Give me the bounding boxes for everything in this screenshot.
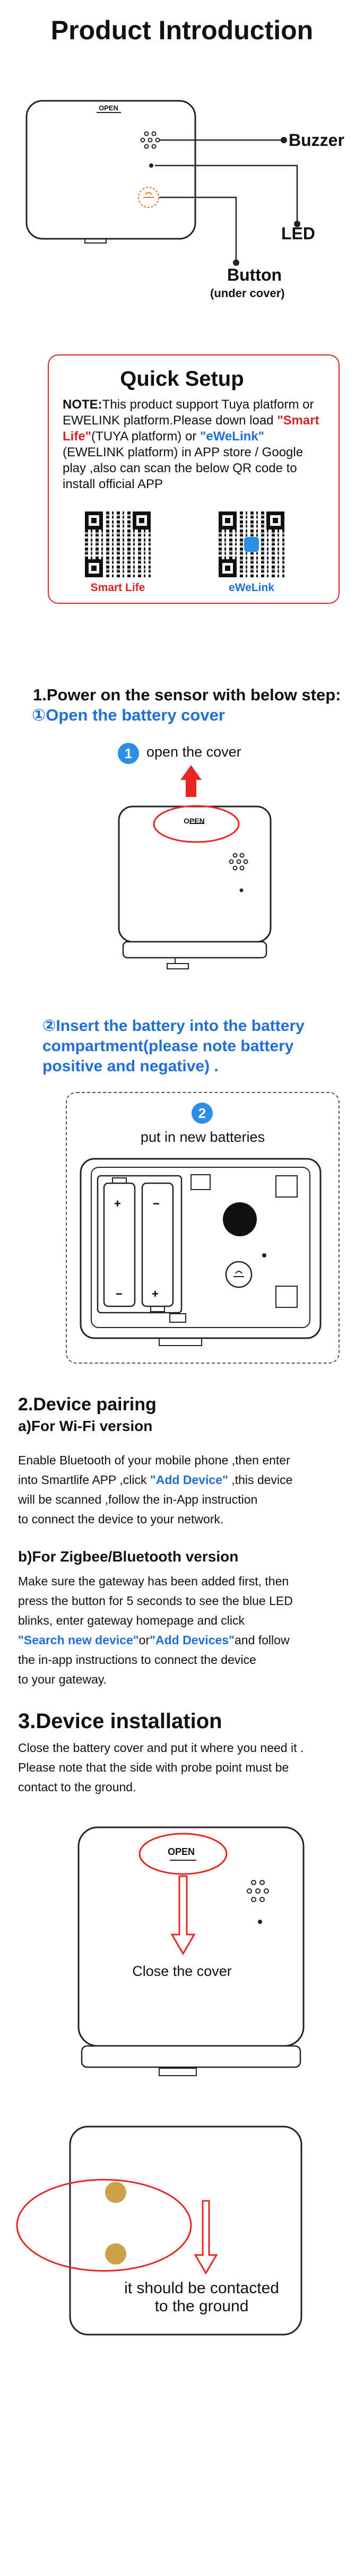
svg-text:+: + <box>114 1197 121 1210</box>
step2-badge: 2 <box>192 1103 213 1124</box>
ewelink-logo-icon <box>244 537 259 552</box>
installation-line3: contact to the ground. <box>18 1780 136 1794</box>
zigbee-line2: press the button for 5 seconds to see th… <box>18 1594 293 1608</box>
open-cover-illustration <box>118 765 272 969</box>
note-label: NOTE: <box>63 397 102 412</box>
zigbee-line5: the in-app instructions to connect the d… <box>18 1653 256 1667</box>
product-diagram <box>25 100 300 266</box>
search-new-device-link: "Search new device" <box>18 1633 139 1647</box>
wifi-line2: into Smartlife APP ,click "Add Device" ,… <box>18 1473 293 1487</box>
zigbee-heading: b)For Zigbee/Bluetooth version <box>18 1548 239 1565</box>
page-title: Product Introduction <box>50 15 314 45</box>
add-device-link: "Add Device" <box>150 1473 228 1487</box>
smart-life-qr-code[interactable] <box>85 511 151 577</box>
ewelink-qr-code[interactable] <box>219 511 284 577</box>
wifi-line4: to connect the device to your network. <box>18 1512 224 1526</box>
step2-caption: put in new batteries <box>140 1129 265 1145</box>
zigbee-line6: to your gateway. <box>18 1672 107 1686</box>
add-devices-link: "Add Devices" <box>150 1633 235 1647</box>
smart-life-qr-label: Smart Life <box>90 582 145 594</box>
quick-setup-title: Quick Setup <box>120 367 244 391</box>
svg-text:+: + <box>152 1287 159 1300</box>
button-label: Button <box>227 265 282 284</box>
battery-compartment-illustration: + − − + <box>80 1158 322 1346</box>
ewelink-name: "eWeLink" <box>200 429 264 444</box>
installation-heading: 3.Device installation <box>18 1710 222 1733</box>
step1-caption: open the cover <box>146 744 241 760</box>
svg-text:−: − <box>153 1197 160 1210</box>
ewelink-qr-label: eWeLink <box>229 582 274 594</box>
wifi-line1: Enable Bluetooth of your mobile phone ,t… <box>18 1453 290 1467</box>
step2-heading-line3: positive and negative) . <box>42 1057 219 1075</box>
step2-heading-line1: ②Insert the battery into the battery <box>42 1017 305 1035</box>
button-note: (under cover) <box>210 287 285 300</box>
pairing-heading: 2.Device pairing <box>18 1394 157 1415</box>
close-cover-caption: Close the cover <box>132 1963 232 1979</box>
step2-heading-line2: compartment(please note battery <box>42 1037 294 1055</box>
install-open-label: OPEN <box>168 1846 195 1857</box>
led-label: LED <box>281 224 315 243</box>
step1-open-label: OPEN <box>184 817 205 825</box>
installation-line2: Please note that the side with probe poi… <box>18 1760 289 1774</box>
open-label: OPEN <box>99 104 118 112</box>
svg-text:−: − <box>116 1287 123 1300</box>
ground-caption-line2: to the ground <box>154 2297 249 2315</box>
step1-badge: 1 <box>118 743 139 764</box>
smart-life-name: "Smart Life" <box>63 413 319 444</box>
close-cover-illustration <box>77 1826 305 2076</box>
battery-panel <box>66 1092 340 1364</box>
quick-setup-note: NOTE:This product support Tuya platform … <box>63 397 319 491</box>
zigbee-line3: blinks, enter gateway homepage and click <box>18 1614 245 1627</box>
zigbee-line1: Make sure the gateway has been added fir… <box>18 1574 289 1588</box>
quick-setup-box <box>48 354 340 604</box>
wifi-line3: will be scanned ,follow the in-App instr… <box>18 1493 258 1506</box>
wifi-heading: a)For Wi-Fi version <box>18 1418 153 1434</box>
step1-heading: 1.Power on the sensor with below step: <box>33 686 341 704</box>
buzzer-label: Buzzer <box>289 131 344 150</box>
installation-line1: Close the battery cover and put it where… <box>18 1741 304 1755</box>
zigbee-line4: "Search new device"or"Add Devices"and fo… <box>18 1633 290 1647</box>
step1-subheading: ①Open the battery cover <box>32 706 225 724</box>
ground-caption-line1: it should be contacted <box>124 2279 279 2297</box>
ground-contact-illustration <box>16 2126 302 2336</box>
